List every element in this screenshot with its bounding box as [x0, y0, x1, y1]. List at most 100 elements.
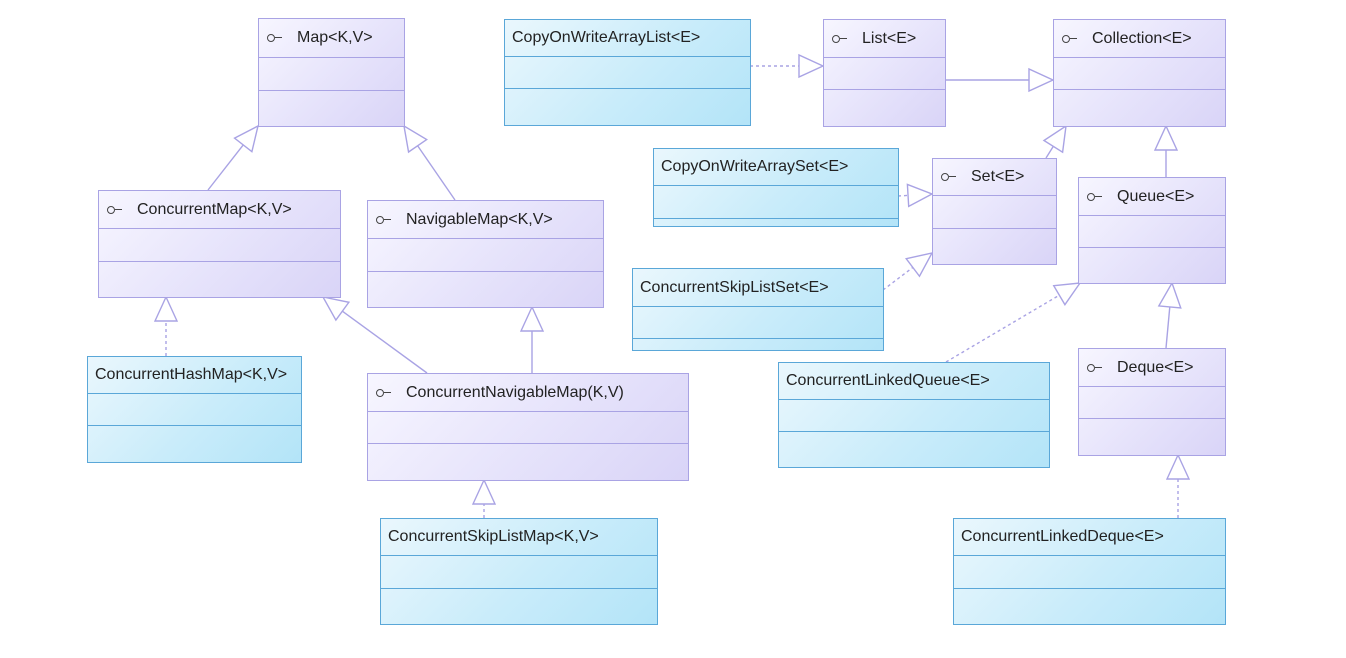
- node-set[interactable]: Set<E>: [932, 158, 1057, 265]
- hollow-triangle-arrowhead-icon: [471, 478, 497, 505]
- node-label: List<E>: [862, 29, 917, 47]
- node-queue[interactable]: Queue<E>: [1078, 177, 1226, 284]
- node-label: Map<K,V>: [297, 29, 373, 46]
- attributes-section: [633, 307, 883, 339]
- methods-section: [633, 339, 883, 350]
- methods-section: [505, 89, 750, 125]
- hollow-triangle-arrowhead-icon: [321, 296, 351, 322]
- node-label: Queue<E>: [1117, 187, 1195, 205]
- interface-lollipop-icon: [832, 34, 848, 44]
- node-header: NavigableMap<K,V>: [368, 201, 603, 239]
- edge-queue-to-collection: [1153, 124, 1179, 177]
- node-copy-on-write-array-set[interactable]: CopyOnWriteArraySet<E>: [653, 148, 899, 227]
- edge-concurrentSkipListSet-to-set: [882, 251, 934, 291]
- generalization-line: [341, 310, 428, 374]
- generalization-line: [417, 145, 456, 201]
- methods-section: [381, 589, 657, 624]
- edge-concurrentNavigableMap-to-navigableMap: [519, 305, 545, 373]
- node-header: ConcurrentMap<K,V>: [99, 191, 340, 229]
- hollow-triangle-arrowhead-icon: [798, 53, 825, 79]
- node-concurrent-hash-map[interactable]: ConcurrentHashMap<K,V>: [87, 356, 302, 463]
- interface-lollipop-icon: [267, 33, 283, 43]
- node-copy-on-write-array-list[interactable]: CopyOnWriteArrayList<E>: [504, 19, 751, 126]
- node-label: Collection<E>: [1092, 29, 1192, 47]
- attributes-section: [654, 186, 898, 219]
- attributes-section: [933, 196, 1056, 229]
- node-header: ConcurrentHashMap<K,V>: [88, 357, 301, 394]
- realization-line: [882, 266, 914, 291]
- node-header: CopyOnWriteArraySet<E>: [654, 149, 898, 186]
- edge-navigableMap-to-map: [403, 124, 456, 201]
- node-concurrent-linked-deque[interactable]: ConcurrentLinkedDeque<E>: [953, 518, 1226, 625]
- hollow-triangle-arrowhead-icon: [233, 124, 260, 153]
- attributes-section: [1079, 387, 1225, 419]
- hollow-triangle-arrowhead-icon: [1153, 124, 1179, 151]
- node-label: Deque<E>: [1117, 358, 1194, 376]
- methods-section: [99, 262, 340, 297]
- interface-lollipop-icon: [107, 205, 123, 215]
- node-label: ConcurrentLinkedQueue<E>: [786, 372, 990, 389]
- node-header: Map<K,V>: [259, 19, 404, 58]
- node-label: ConcurrentHashMap<K,V>: [95, 366, 288, 383]
- attributes-section: [368, 412, 688, 444]
- methods-section: [368, 444, 688, 480]
- hollow-triangle-arrowhead-icon: [1052, 282, 1082, 306]
- node-label: ConcurrentSkipListMap<K,V>: [388, 528, 599, 545]
- attributes-section: [1054, 58, 1225, 90]
- edge-copyOnWriteArrayList-to-list: [750, 53, 825, 79]
- node-header: ConcurrentLinkedDeque<E>: [954, 519, 1225, 556]
- interface-lollipop-icon: [376, 215, 392, 225]
- node-header: Collection<E>: [1054, 20, 1225, 58]
- node-header: ConcurrentSkipListMap<K,V>: [381, 519, 657, 556]
- methods-section: [1079, 248, 1225, 283]
- node-list[interactable]: List<E>: [823, 19, 946, 127]
- attributes-section: [381, 556, 657, 589]
- node-concurrent-map[interactable]: ConcurrentMap<K,V>: [98, 190, 341, 298]
- methods-section: [824, 90, 945, 126]
- edge-list-to-collection: [945, 67, 1055, 93]
- attributes-section: [954, 556, 1225, 589]
- interface-lollipop-icon: [1087, 192, 1103, 202]
- node-concurrent-navigable-map[interactable]: ConcurrentNavigableMap(K,V): [367, 373, 689, 481]
- node-label: NavigableMap<K,V>: [406, 210, 553, 228]
- node-concurrent-skip-list-map[interactable]: ConcurrentSkipListMap<K,V>: [380, 518, 658, 625]
- edge-copyOnWriteArraySet-to-set: [897, 183, 934, 208]
- node-collection[interactable]: Collection<E>: [1053, 19, 1226, 127]
- hollow-triangle-arrowhead-icon: [906, 183, 934, 208]
- hollow-triangle-arrowhead-icon: [1042, 124, 1067, 154]
- node-map[interactable]: Map<K,V>: [258, 18, 405, 127]
- attributes-section: [99, 229, 340, 262]
- node-navigable-map[interactable]: NavigableMap<K,V>: [367, 200, 604, 308]
- hollow-triangle-arrowhead-icon: [1157, 281, 1182, 309]
- node-label: Set<E>: [971, 168, 1025, 185]
- realization-line: [897, 194, 909, 197]
- realization-line: [945, 294, 1060, 363]
- node-label: ConcurrentLinkedDeque<E>: [961, 528, 1164, 545]
- methods-section: [954, 589, 1225, 624]
- attributes-section: [779, 400, 1049, 432]
- node-concurrent-skip-list-set[interactable]: ConcurrentSkipListSet<E>: [632, 268, 884, 351]
- node-deque[interactable]: Deque<E>: [1078, 348, 1226, 456]
- node-header: ConcurrentNavigableMap(K,V): [368, 374, 688, 412]
- interface-lollipop-icon: [376, 388, 392, 398]
- hollow-triangle-arrowhead-icon: [1028, 67, 1055, 93]
- node-label: ConcurrentMap<K,V>: [137, 200, 292, 218]
- methods-section: [1079, 419, 1225, 455]
- hollow-triangle-arrowhead-icon: [905, 251, 934, 278]
- node-header: Queue<E>: [1079, 178, 1225, 216]
- edge-concurrentMap-to-map: [207, 124, 260, 191]
- methods-section: [259, 91, 404, 126]
- hollow-triangle-arrowhead-icon: [403, 124, 428, 154]
- methods-section: [88, 426, 301, 462]
- generalization-line: [1045, 145, 1054, 159]
- node-header: ConcurrentSkipListSet<E>: [633, 269, 883, 307]
- interface-lollipop-icon: [941, 172, 957, 182]
- node-label: ConcurrentSkipListSet<E>: [640, 278, 829, 296]
- methods-section: [368, 272, 603, 307]
- node-header: CopyOnWriteArrayList<E>: [505, 20, 750, 57]
- node-label: CopyOnWriteArraySet<E>: [661, 158, 849, 175]
- node-concurrent-linked-queue[interactable]: ConcurrentLinkedQueue<E>: [778, 362, 1050, 468]
- edge-deque-to-queue: [1157, 281, 1182, 349]
- attributes-section: [505, 57, 750, 89]
